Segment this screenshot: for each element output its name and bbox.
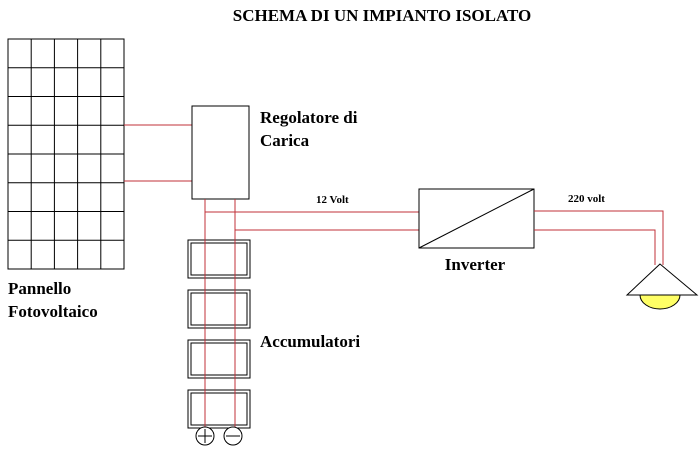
- dc-wires: [205, 211, 419, 231]
- dc-voltage-label: 12 Volt: [316, 194, 349, 206]
- panel-wires: [124, 124, 192, 182]
- ac-wires: [534, 210, 664, 265]
- minus-icon: [223, 426, 243, 446]
- panel-label-line2: Fotovoltaico: [8, 302, 98, 321]
- lamp-icon: [625, 263, 699, 310]
- regulator-label-line2: Carica: [260, 131, 310, 150]
- solar-panel: [7, 38, 125, 270]
- diagram-title: SCHEMA DI UN IMPIANTO ISOLATO: [233, 6, 532, 25]
- battery-stack: [187, 239, 251, 429]
- battery-wires: [204, 199, 236, 428]
- ac-voltage-label: 220 volt: [568, 193, 605, 205]
- battery-cell-inner: [190, 342, 248, 376]
- batteries-label: Accumulatori: [260, 332, 360, 351]
- battery-cell: [187, 289, 251, 329]
- inverter-label: Inverter: [445, 255, 506, 274]
- charge-regulator: [191, 105, 250, 200]
- battery-cell-inner: [190, 242, 248, 276]
- battery-cell-inner: [190, 392, 248, 426]
- battery-cell: [187, 339, 251, 379]
- battery-cell: [187, 389, 251, 429]
- panel-label-line1: Pannello: [8, 279, 71, 298]
- regulator-label-line1: Regolatore di: [260, 108, 358, 127]
- battery-cell-inner: [190, 292, 248, 326]
- battery-cell: [187, 239, 251, 279]
- inverter: [418, 188, 535, 249]
- plus-icon: [195, 426, 215, 446]
